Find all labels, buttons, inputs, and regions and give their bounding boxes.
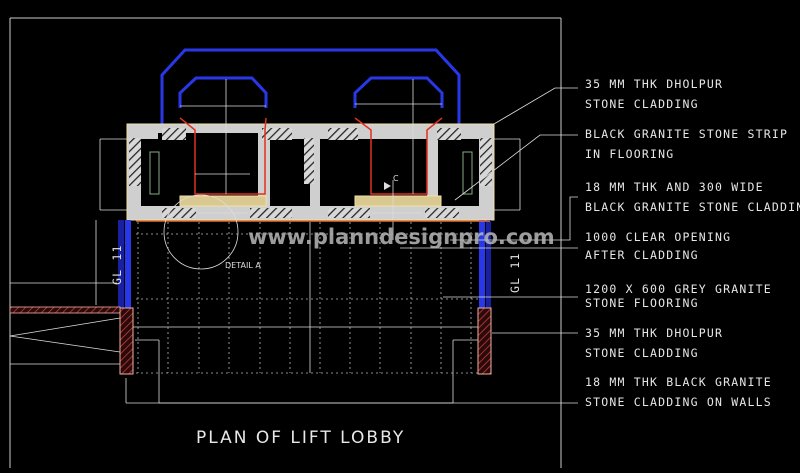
annotation-line: BLACK GRANITE STONE CLADDING (585, 200, 800, 214)
annotation-line: STONE CLADDING ON WALLS (585, 395, 772, 409)
annotation-line: STONE CLADDING (585, 346, 699, 360)
grid-label-left: GL 11 (110, 244, 124, 285)
lift-core-walls (126, 123, 495, 221)
annotation-line: 1000 CLEAR OPENING (585, 230, 731, 244)
detail-callout-circle (163, 194, 239, 270)
watermark: www.planndesignpro.com (248, 225, 555, 249)
detail-label: DETAIL A (225, 261, 261, 270)
annotation-line: AFTER CLADDING (585, 248, 699, 262)
annotation-line: STONE FLOORING (585, 296, 699, 310)
floor-grid (136, 222, 490, 374)
annotation-line: BLACK GRANITE STONE STRIP (585, 127, 788, 141)
lift-shaft (179, 117, 443, 195)
section-marker-label: C (393, 174, 399, 183)
annotation-list: 35 MM THK DHOLPUR STONE CLADDING BLACK G… (585, 77, 800, 409)
annotation-line: 35 MM THK DHOLPUR (585, 326, 723, 340)
drawing-title: PLAN OF LIFT LOBBY (196, 428, 405, 448)
lobby-walls (9, 220, 492, 375)
grid-label-right: GL 11 (508, 252, 522, 293)
annotation-line: 18 MM THK BLACK GRANITE (585, 375, 772, 389)
section-marker-icon (384, 182, 391, 190)
annotation-line: IN FLOORING (585, 147, 674, 161)
lift-outline (160, 48, 461, 125)
annotation-line: 35 MM THK DHOLPUR (585, 77, 723, 91)
annotation-line: 1200 X 600 GREY GRANITE (585, 282, 772, 296)
annotation-line: 18 MM THK AND 300 WIDE (585, 180, 764, 194)
drawing-frame (9, 17, 562, 468)
annotation-line: STONE CLADDING (585, 97, 699, 111)
leader-lines (159, 87, 578, 404)
